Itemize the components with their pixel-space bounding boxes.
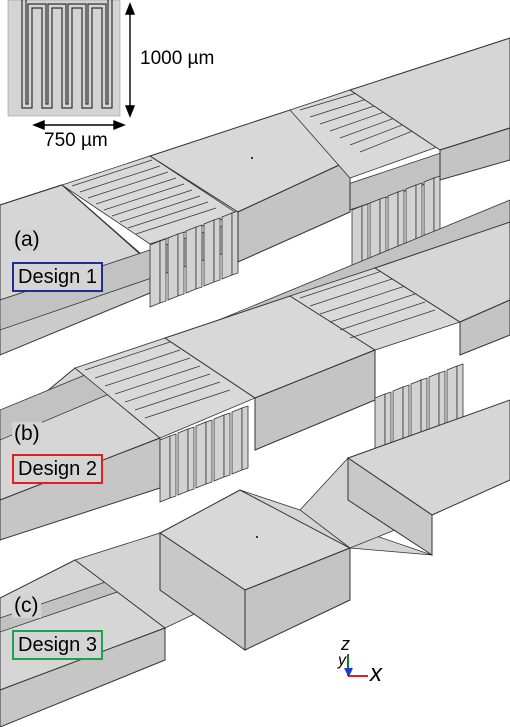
panel-c-design-label: Design 3 [12,630,103,660]
panel-c-structure [0,399,510,727]
axis-z-label: z [341,634,350,654]
panel-b-design-label: Design 2 [12,454,103,484]
panel-b-letter: (b) [12,422,42,446]
width-dimension-label: 750 µm [44,130,108,151]
panel-c-letter: (c) [12,594,41,618]
panel-a-design-label: Design 1 [12,262,103,292]
panel-b-structure [0,199,510,541]
axis-y-label: y [338,652,346,669]
inset-meander [7,0,121,117]
panel-a-letter: (a) [12,228,42,252]
dimension-arrows [32,2,136,131]
height-dimension-label: 1000 µm [140,48,215,69]
panel-a-structure [0,37,510,356]
axis-x-label: x [370,660,382,687]
axis-triad [344,654,368,677]
